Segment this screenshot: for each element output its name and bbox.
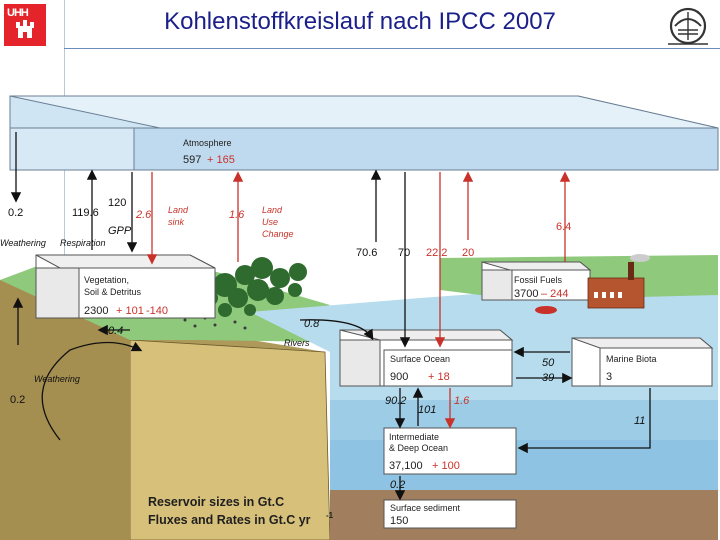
- fossil-flux-value: 6.4: [556, 221, 571, 233]
- vegetation-value: 2300: [84, 305, 108, 317]
- land-use-label-3: Change: [262, 229, 294, 239]
- rivers-value: 0.8: [304, 318, 320, 330]
- gpp-value: 120: [108, 197, 126, 209]
- ocean-up-anthro: 20: [462, 247, 474, 259]
- weathering-soil-label: Weathering: [34, 374, 80, 384]
- vegetation-label-2: Soil & Detritus: [84, 287, 142, 297]
- fossil-fuels-label: Fossil Fuels: [514, 275, 563, 285]
- surface-ocean-delta: + 18: [428, 371, 450, 383]
- atmosphere-value: 597: [183, 154, 201, 166]
- marine-biota-label: Marine Biota: [606, 354, 657, 364]
- biota-flux-in: 50: [542, 357, 555, 369]
- land-use-label-2: Use: [262, 217, 278, 227]
- gpp-label: GPP: [108, 225, 132, 237]
- land-sink-label-1: Land: [168, 205, 189, 215]
- page-title: Kohlenstoffkreislauf nach IPCC 2007: [0, 8, 720, 36]
- land-sink-label-2: sink: [168, 217, 185, 227]
- vegetation-delta-2: -140: [146, 305, 168, 317]
- fossil-fuels-value: 3700: [514, 288, 538, 300]
- land-use-value: 1.6: [229, 209, 245, 221]
- vegetation-label-1: Vegetation,: [84, 275, 129, 285]
- legend-line-2-sup: -1: [326, 511, 334, 520]
- biota-down-value: 11: [634, 415, 645, 427]
- institute-logo-icon: [666, 4, 710, 48]
- small-flux-value: 0.4: [108, 325, 123, 337]
- land-sink-value: 2.6: [135, 209, 152, 221]
- deep-up-value: 101: [418, 404, 436, 416]
- marine-biota-value: 3: [606, 371, 612, 383]
- ocean-up-natural: 70: [398, 247, 410, 259]
- land-use-label-1: Land: [262, 205, 283, 215]
- deep-anthro-value: 1.6: [454, 395, 470, 407]
- legend-line-2: Fluxes and Rates in Gt.C yr: [148, 513, 311, 527]
- atmosphere-box: [10, 96, 718, 170]
- rivers-label: Rivers: [284, 338, 310, 348]
- respiration-value: 119.6: [72, 207, 99, 219]
- deep-ocean-value: 37,100: [389, 460, 423, 472]
- deep-ocean-label-2: & Deep Ocean: [389, 443, 448, 453]
- header: UHH Kohlenstoffkreislauf nach IPCC 2007: [0, 0, 720, 50]
- weathering-soil-value: 0.2: [10, 394, 25, 406]
- atmosphere-delta: + 165: [207, 154, 235, 166]
- surface-sediment-label: Surface sediment: [390, 503, 461, 513]
- car-icon: [535, 306, 557, 314]
- carbon-cycle-diagram: Atmosphere 597 + 165 Vegetation, Soil & …: [0, 90, 720, 540]
- deep-ocean-label-1: Intermediate: [389, 432, 439, 442]
- deep-down-value: 90.2: [385, 395, 406, 407]
- ocean-down-natural: 70.6: [356, 247, 377, 259]
- vegetation-delta-1: + 101: [116, 305, 144, 317]
- ocean-down-anthro: 22.2: [426, 247, 447, 259]
- atmosphere-label: Atmosphere: [183, 138, 232, 148]
- legend-line-1: Reservoir sizes in Gt.C: [148, 495, 284, 509]
- respiration-label: Respiration: [60, 238, 106, 248]
- deep-ocean-delta: + 100: [432, 460, 460, 472]
- surface-ocean-label: Surface Ocean: [390, 354, 450, 364]
- surface-ocean-value: 900: [390, 371, 408, 383]
- soil-front-face: [130, 340, 330, 540]
- weathering-left-value: 0.2: [8, 207, 23, 219]
- sediment-flux-value: 0.2: [390, 479, 405, 491]
- header-horizontal-rule: [64, 48, 720, 49]
- surface-sediment-value: 150: [390, 515, 408, 527]
- biota-flux-out: 39: [542, 372, 554, 384]
- weathering-left-label: Weathering: [0, 238, 46, 248]
- fossil-fuels-delta: – 244: [541, 288, 569, 300]
